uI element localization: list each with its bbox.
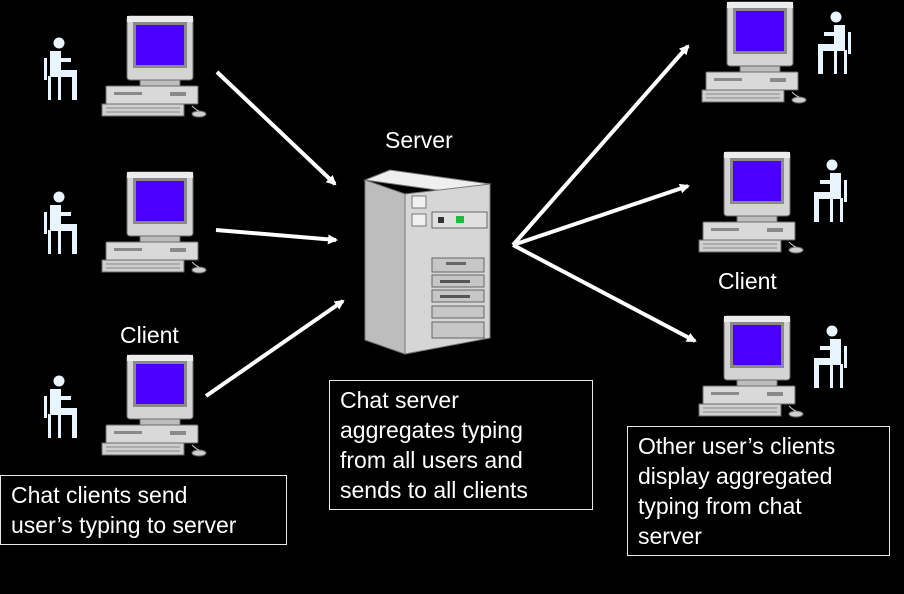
caption-right: Other user’s clients display aggregated … [627, 426, 890, 556]
computer-icon [101, 171, 207, 274]
arrow-server-to-client3 [512, 243, 697, 343]
computer-icon [101, 354, 207, 457]
client-label-right: Client [718, 268, 777, 294]
computer-icon [698, 151, 804, 254]
server-icon [363, 169, 492, 355]
person-icon [44, 191, 77, 254]
client-right-1 [701, 1, 851, 104]
client-left-1 [44, 15, 207, 118]
person-icon [814, 325, 847, 388]
arrow-client3-to-server [204, 299, 345, 398]
computer-icon [101, 15, 207, 118]
arrow-server-to-client2 [512, 183, 690, 247]
person-icon [814, 159, 847, 222]
caption-right-line-4: server [638, 523, 702, 549]
client-right-2 [698, 151, 847, 254]
person-icon [44, 37, 77, 100]
caption-left-line-1: Chat clients send [11, 482, 188, 508]
caption-right-line-3: typing from chat [638, 493, 802, 519]
caption-center-line-4: sends to all clients [340, 477, 528, 503]
caption-center-line-3: from all users and [340, 447, 523, 473]
caption-right-line-1: Other user’s clients [638, 433, 836, 459]
caption-center-line-2: aggregates typing [340, 417, 523, 443]
arrow-client2-to-server [215, 228, 338, 245]
caption-left: Chat clients send user’s typing to serve… [0, 475, 287, 545]
computer-icon [698, 315, 804, 418]
person-icon [818, 11, 851, 74]
computer-icon [701, 1, 807, 104]
arrow-client1-to-server [215, 70, 337, 186]
caption-center-line-1: Chat server [340, 387, 459, 413]
client-label-left: Client [120, 322, 179, 348]
caption-right-line-2: display aggregated [638, 463, 833, 489]
server-label: Server [385, 127, 453, 153]
caption-left-line-2: user’s typing to server [11, 512, 237, 538]
client-left-2 [44, 171, 207, 274]
client-right-3 [698, 315, 847, 418]
person-icon [44, 375, 77, 438]
arrow-server-to-client1 [511, 44, 690, 247]
client-left-3 [44, 354, 207, 457]
caption-center: Chat server aggregates typing from all u… [329, 380, 593, 510]
